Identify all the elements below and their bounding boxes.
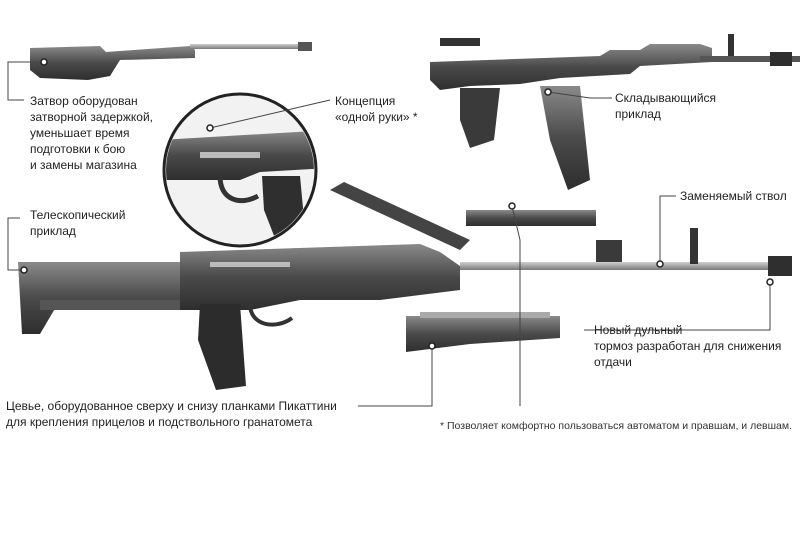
label-muzzle-brake: Новый дульный тормоз разработан для сниж… bbox=[594, 323, 782, 369]
label-folding-stock: Складывающийся приклад bbox=[615, 91, 717, 121]
folding-stock-rifle-illustration bbox=[430, 34, 800, 190]
label-handguard: Цевье, оборудованное сверху и снизу план… bbox=[6, 399, 337, 429]
callout-dots bbox=[20, 58, 774, 350]
callout-lines bbox=[7, 61, 771, 407]
footnote: * Позволяет комфортно пользоваться автом… bbox=[440, 420, 793, 432]
bolt-carrier-illustration bbox=[30, 42, 312, 80]
label-telescopic-stock: Телескопический приклад bbox=[30, 208, 126, 238]
handguard-illustration bbox=[406, 312, 560, 352]
label-bolt: Затвор оборудован затворной задержкой, у… bbox=[30, 94, 153, 172]
one-hand-inset bbox=[162, 92, 318, 248]
main-rifle-illustration bbox=[18, 182, 792, 390]
label-barrel: Заменяемый ствол bbox=[680, 189, 787, 203]
label-one-hand: Концепция «одной руки» * bbox=[335, 94, 418, 124]
